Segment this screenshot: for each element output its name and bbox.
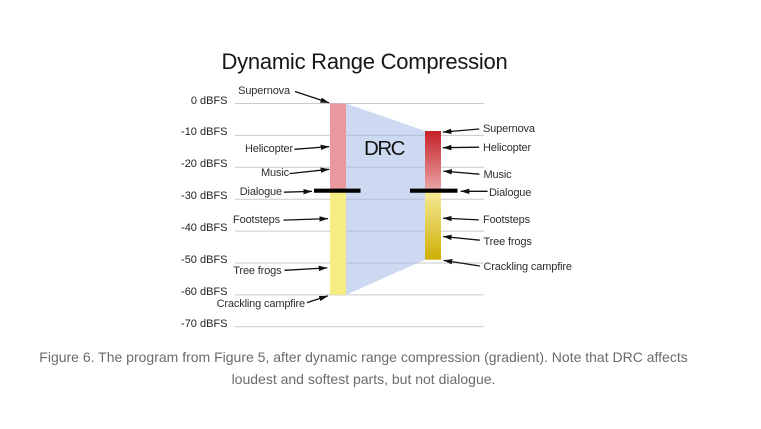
arrow-right-treefrogs	[442, 234, 480, 241]
arrow-left-dialogue	[283, 188, 313, 195]
annotation-arrows	[283, 90, 488, 304]
label-right-dialogue: Dialogue	[489, 186, 532, 199]
after-bar-loud-segment	[425, 131, 441, 191]
arrow-left-treefrogs	[284, 265, 328, 272]
label-right-crackling: Crackling campfire	[483, 261, 573, 273]
arrow-right-music	[443, 169, 480, 175]
arrow-left-helicopter	[294, 144, 330, 150]
label-right-helicopter: Helicopter	[483, 141, 532, 154]
tick-0dbfs: 0 dBFS	[190, 94, 228, 107]
arrow-left-supernova	[294, 90, 330, 104]
arrow-left-crackling	[306, 295, 328, 304]
arrow-right-supernova	[442, 128, 480, 135]
arrow-right-helicopter	[442, 144, 480, 151]
label-left-treefrogs: Tree frogs	[233, 264, 282, 277]
figure-title: Dynamic Range Compression	[221, 49, 508, 74]
arrow-left-music	[289, 167, 330, 175]
label-left-supernova: Supernova	[238, 85, 290, 97]
label-left-dialogue: Dialogue	[239, 186, 282, 199]
tick-30dbfs: -30 dBFS	[181, 190, 228, 203]
arrow-right-footsteps	[442, 215, 479, 222]
tick-70dbfs: -70 dBFS	[181, 317, 228, 330]
caption-line-2: loudest and softest parts, but not dialo…	[231, 371, 496, 387]
label-right-treefrogs: Tree frogs	[483, 236, 532, 249]
caption-line-1: Figure 6. The program from Figure 5, aft…	[39, 349, 688, 365]
figure-caption: Figure 6. The program from Figure 5, aft…	[30, 346, 697, 390]
gridlines-through-trapezoid	[346, 134, 425, 264]
drc-label: DRC	[364, 137, 405, 160]
label-right-music: Music	[483, 169, 512, 182]
label-left-footsteps: Footsteps	[233, 214, 280, 227]
arrow-right-crackling	[443, 259, 480, 267]
label-left-music: Music	[261, 167, 289, 180]
tick-20dbfs: -20 dBFS	[181, 158, 228, 171]
tick-50dbfs: -50 dBFS	[181, 254, 228, 266]
arrow-left-footsteps	[283, 216, 329, 222]
label-right-footsteps: Footsteps	[483, 213, 530, 226]
tick-10dbfs: -10 dBFS	[181, 126, 228, 139]
before-bar-loud-segment	[330, 103, 346, 191]
tick-60dbfs: -60 dBFS	[181, 285, 228, 298]
label-left-helicopter: Helicopter	[244, 143, 293, 156]
after-bar-quiet-segment	[425, 190, 441, 260]
label-left-crackling: Crackling campfire	[216, 298, 306, 310]
tick-40dbfs: -40 dBFS	[181, 222, 228, 235]
before-bar-quiet-segment	[330, 190, 346, 295]
label-right-supernova: Supernova	[483, 123, 535, 136]
